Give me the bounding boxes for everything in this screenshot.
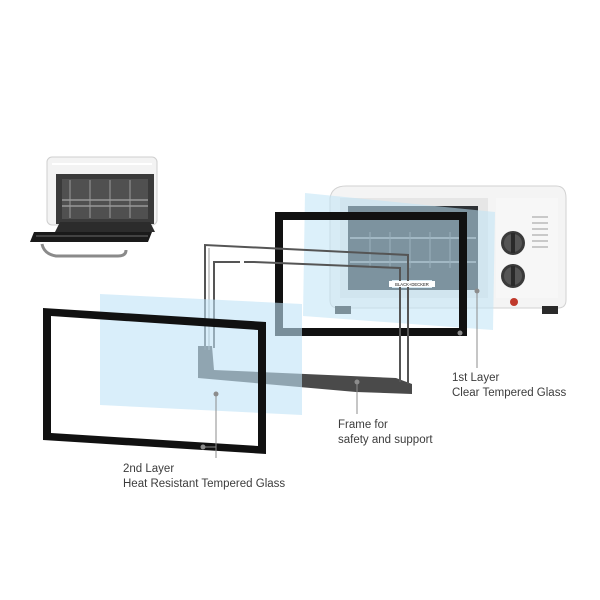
frame-label-line2: safety and support: [338, 433, 433, 448]
timer-knob: [501, 231, 525, 255]
second-layer-label-line2: Heat Resistant Tempered Glass: [123, 477, 285, 492]
first-layer-label: 1st Layer Clear Tempered Glass: [452, 371, 566, 401]
leader-dots: [475, 289, 480, 294]
frame-label: Frame for safety and support: [338, 418, 433, 448]
first-layer-label-line2: Clear Tempered Glass: [452, 386, 566, 401]
second-layer-glass: [43, 294, 302, 454]
svg-text:BLACK+DECKER: BLACK+DECKER: [395, 282, 429, 287]
second-layer-label: 2nd Layer Heat Resistant Tempered Glass: [123, 462, 285, 492]
frame-label-line1: Frame for: [338, 418, 433, 433]
small-oven-open-door: [30, 157, 157, 256]
temperature-knob: [501, 264, 525, 288]
second-layer-label-line1: 2nd Layer: [123, 462, 285, 477]
power-indicator-light: [510, 298, 518, 306]
first-layer-label-line1: 1st Layer: [452, 371, 566, 386]
brand-badge: BLACK+DECKER: [389, 281, 435, 287]
